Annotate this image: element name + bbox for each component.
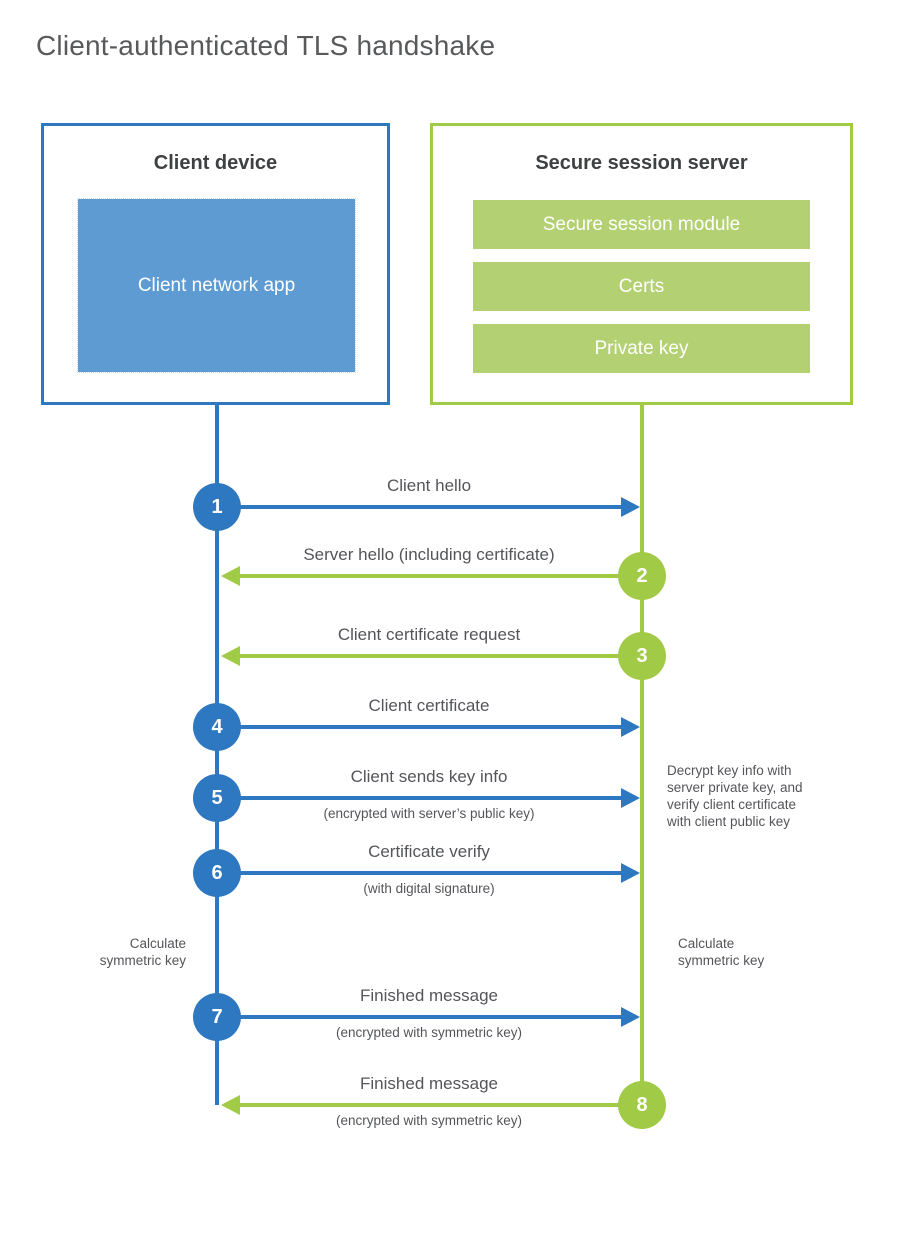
message-4-arrow-line	[217, 725, 623, 729]
message-7-arrowhead-right-icon	[621, 1007, 640, 1027]
message-8-arrowhead-left-icon	[221, 1095, 240, 1115]
client-network-app-label: Client network app	[137, 274, 296, 296]
message-2-arrowhead-left-icon	[221, 566, 240, 586]
server-secure-session-module-bar: Secure session module	[473, 200, 810, 249]
message-7-step-badge: 7	[193, 993, 241, 1041]
message-4-arrowhead-right-icon	[621, 717, 640, 737]
message-2-arrow-line	[238, 574, 642, 578]
client-network-app-box: Client network app	[77, 198, 356, 373]
message-2-label: Server hello (including certificate)	[303, 545, 555, 564]
message-5-step-badge: 5	[193, 774, 241, 822]
message-1-label: Client hello	[386, 476, 472, 495]
secure-session-server-box: Secure session server Secure session mod…	[430, 123, 853, 405]
message-7-sublabel: (encrypted with symmetric key)	[335, 1025, 523, 1040]
message-8-sublabel: (encrypted with symmetric key)	[335, 1113, 523, 1128]
message-5-arrowhead-right-icon	[621, 788, 640, 808]
calculate-symmetric-key-note-server: Calculate symmetric key	[678, 936, 765, 968]
message-1-arrow-line	[217, 505, 623, 509]
message-5-arrow-line	[217, 796, 623, 800]
message-6-step-badge: 6	[193, 849, 241, 897]
page-title: Client-authenticated TLS handshake	[36, 30, 496, 61]
client-device-box: Client device Client network app	[41, 123, 390, 405]
message-6-arrowhead-right-icon	[621, 863, 640, 883]
server-private-key-bar: Private key	[473, 324, 810, 373]
message-8-label: Finished message	[360, 1074, 498, 1093]
message-4-step-badge: 4	[193, 703, 241, 751]
message-1-step-badge: 1	[193, 483, 241, 531]
secure-session-server-heading: Secure session server	[535, 152, 748, 174]
message-8-step-badge: 8	[618, 1081, 666, 1129]
message-3-arrow-line	[238, 654, 642, 658]
decrypt-key-info-note: Decrypt key info with server private key…	[667, 763, 803, 829]
message-5-label: Client sends key info	[350, 767, 508, 786]
message-6-arrow-line	[217, 871, 623, 875]
client-lifeline	[215, 404, 219, 1105]
message-3-arrowhead-left-icon	[221, 646, 240, 666]
message-8-arrow-line	[238, 1103, 642, 1107]
message-4-label: Client certificate	[368, 696, 490, 715]
message-6-label: Certificate verify	[368, 842, 490, 861]
message-6-sublabel: (with digital signature)	[363, 881, 495, 896]
message-3-label: Client certificate request	[337, 625, 521, 644]
message-5-sublabel: (encrypted with server’s public key)	[323, 806, 535, 821]
server-lifeline	[640, 404, 644, 1107]
message-3-step-badge: 3	[618, 632, 666, 680]
client-device-heading: Client device	[153, 152, 278, 174]
message-7-arrow-line	[217, 1015, 623, 1019]
message-1-arrowhead-right-icon	[621, 497, 640, 517]
message-2-step-badge: 2	[618, 552, 666, 600]
message-7-label: Finished message	[360, 986, 498, 1005]
server-certs-bar: Certs	[473, 262, 810, 311]
calculate-symmetric-key-note-client: Calculate symmetric key	[99, 936, 186, 968]
